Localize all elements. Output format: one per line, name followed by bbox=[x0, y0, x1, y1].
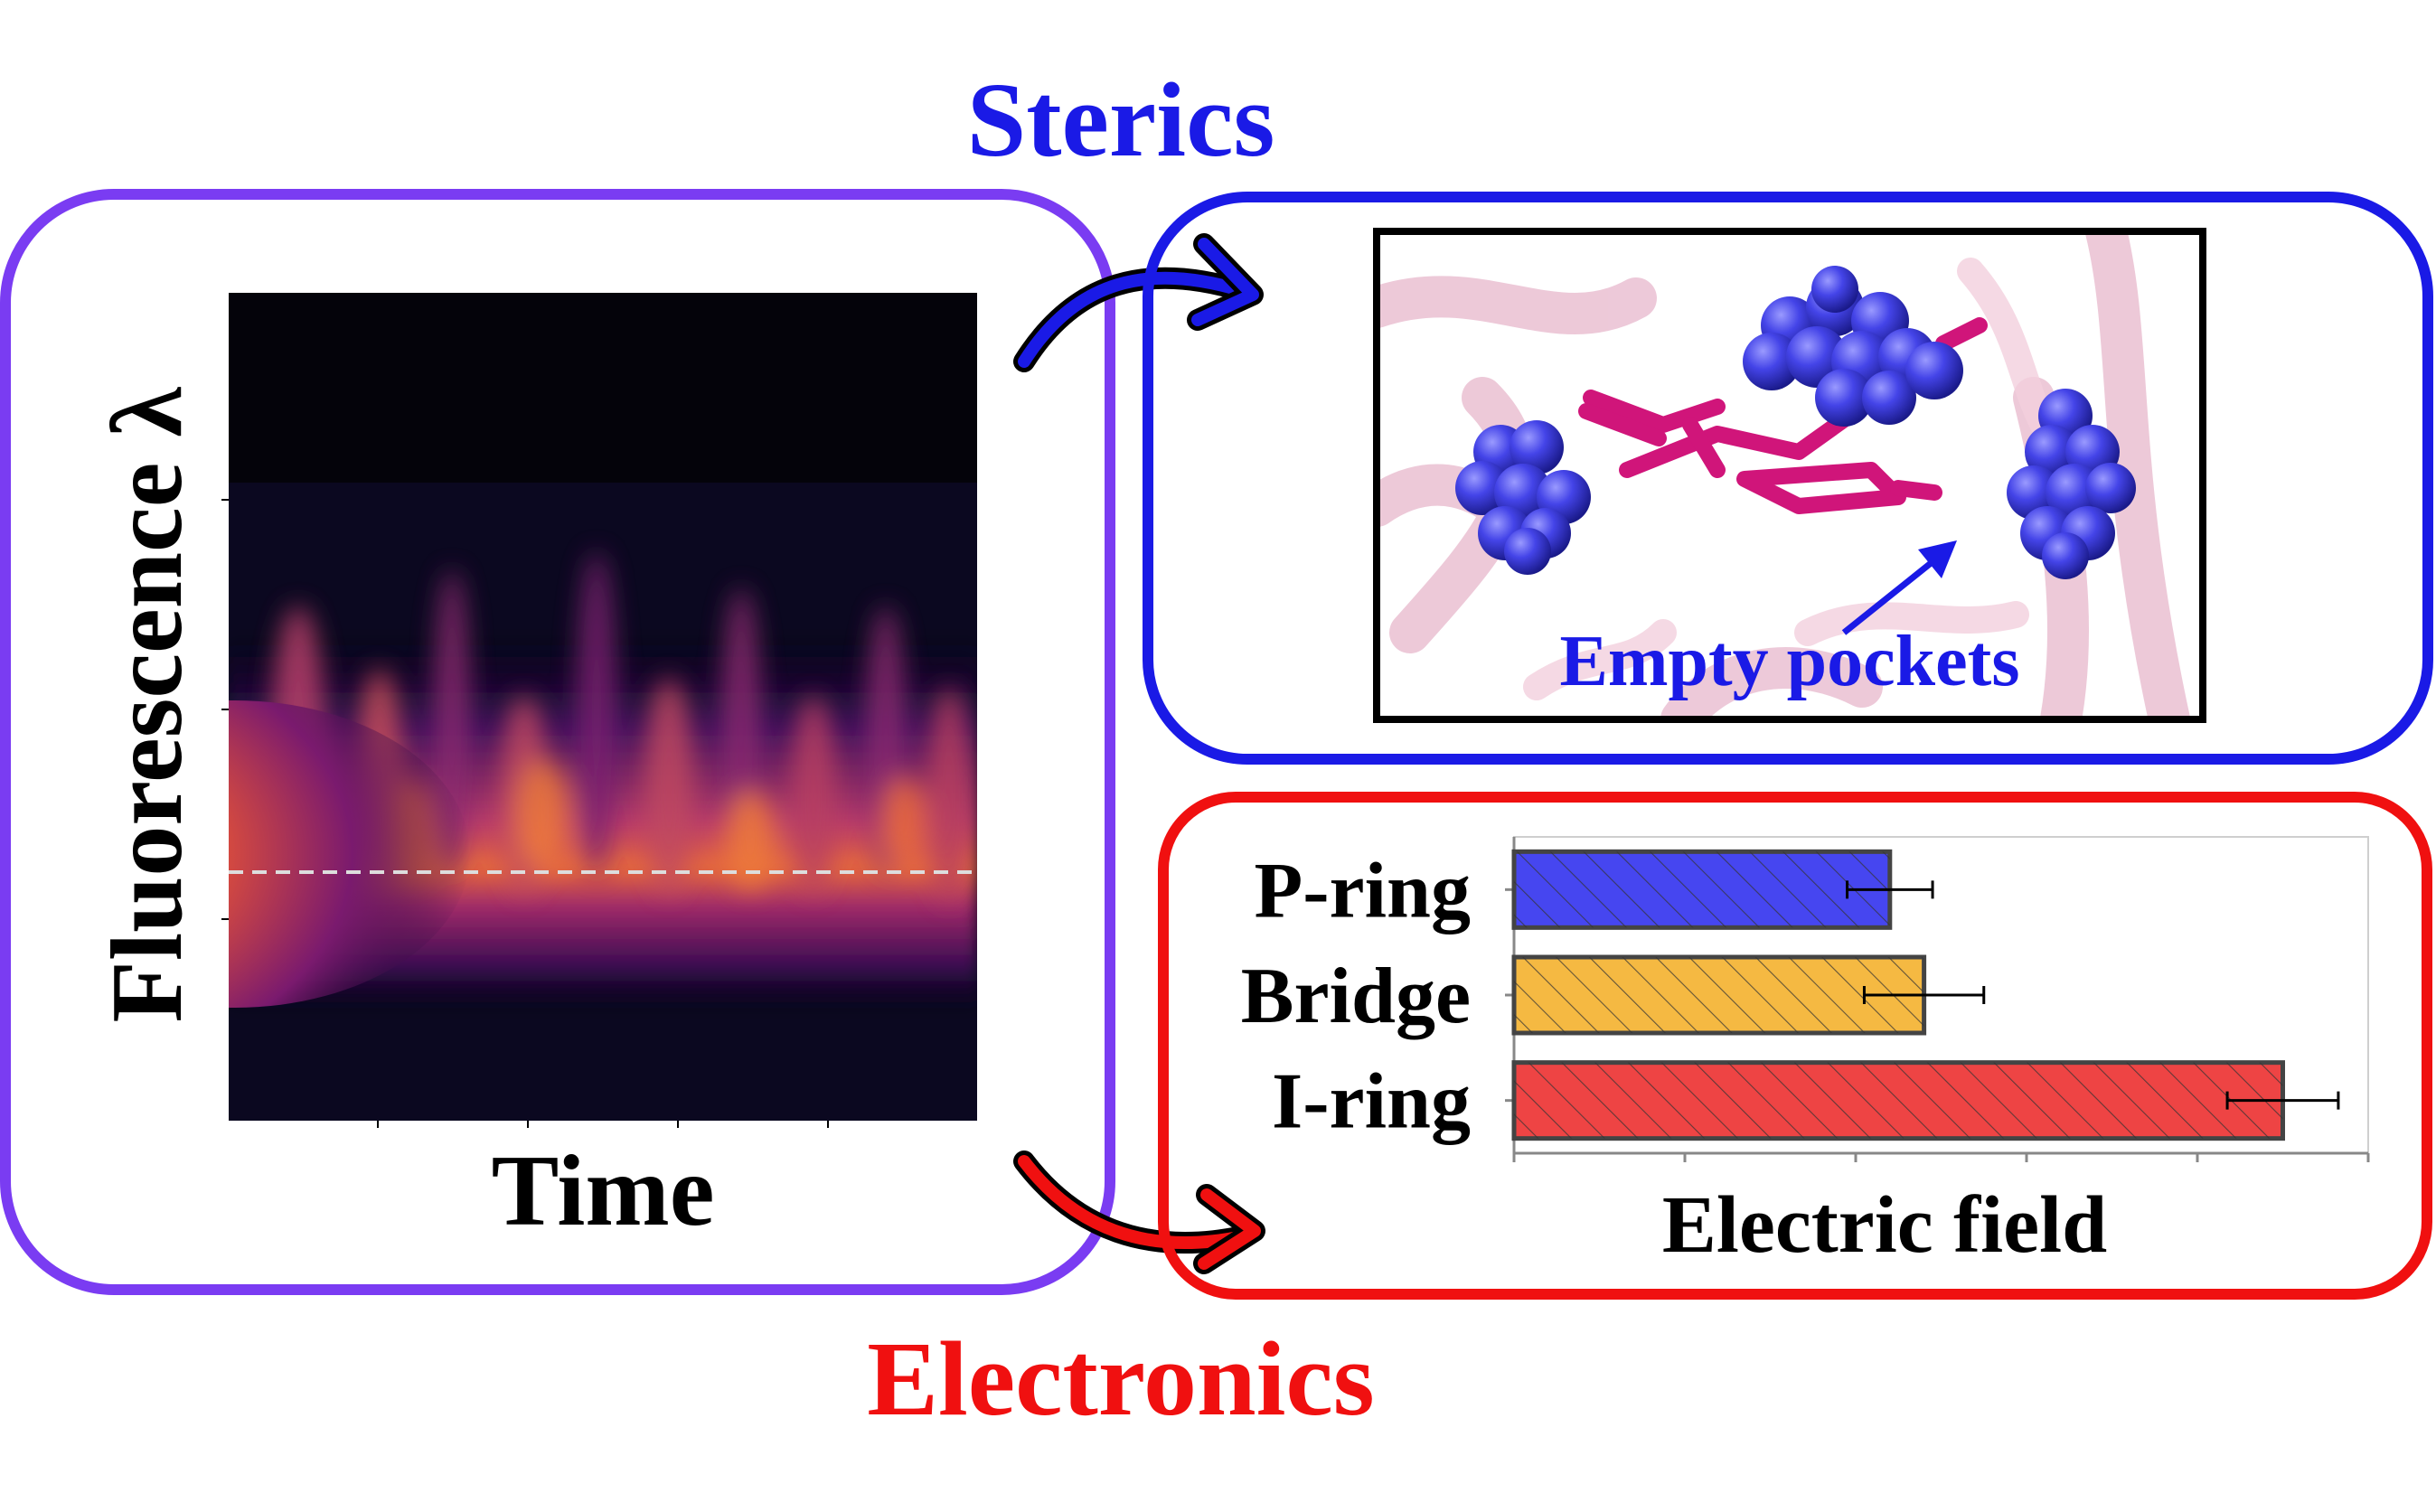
chromophore-sticks bbox=[1578, 317, 1988, 514]
electric-field-axis-label: Electric field bbox=[1662, 1180, 2107, 1270]
fluorescence-axis-label: Fluorescence λ bbox=[91, 387, 203, 1023]
fluorescence-panel: Fluorescence λ Time bbox=[0, 189, 1115, 1295]
category-label-bridge: Bridge bbox=[1241, 953, 1471, 1040]
category-label-i-ring: I-ring bbox=[1272, 1058, 1471, 1146]
error-bar-i-ring bbox=[2225, 1091, 2340, 1110]
sphere-cluster-left bbox=[1455, 420, 1591, 575]
chart-bars bbox=[1511, 849, 2340, 1141]
protein-image-frame bbox=[1373, 228, 2206, 723]
empty-pocket-pointer bbox=[1841, 550, 1946, 635]
empty-pockets-label: Empty pockets bbox=[1560, 622, 2020, 701]
electronics-title: Electronics bbox=[867, 1319, 1374, 1438]
heatmap-hotspot bbox=[229, 700, 470, 1008]
bar-hatch-p-ring bbox=[1514, 851, 1890, 928]
electronics-panel-border bbox=[1158, 792, 2432, 1300]
category-label-p-ring: P-ring bbox=[1254, 847, 1471, 934]
sterics-title: Sterics bbox=[967, 61, 1275, 179]
sterics-panel: Empty pockets bbox=[1143, 192, 2433, 765]
sterics-panel-border bbox=[1143, 192, 2433, 765]
chart-x-ticks bbox=[1505, 887, 2370, 1162]
bar-hatch-i-ring bbox=[1514, 1062, 2283, 1139]
fluorescence-heatmap bbox=[229, 293, 977, 1121]
error-bar-p-ring bbox=[1846, 880, 1934, 899]
error-bar-bridge bbox=[1862, 986, 1986, 1004]
protein-structure-image: Empty pockets bbox=[1377, 231, 2203, 719]
sphere-cluster-right bbox=[2007, 389, 2136, 579]
bar-hatch-bridge bbox=[1514, 957, 1924, 1033]
time-axis-label: Time bbox=[492, 1135, 715, 1247]
heatmap-ticks bbox=[221, 499, 829, 1128]
fluorescence-panel-border bbox=[0, 189, 1115, 1295]
sphere-cluster-center bbox=[1743, 266, 1963, 427]
